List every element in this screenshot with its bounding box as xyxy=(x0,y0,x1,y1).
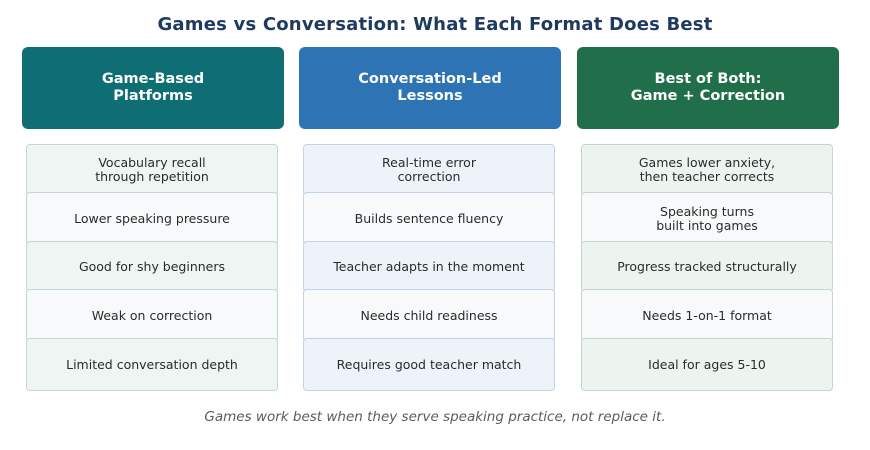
list-item: Lower speaking pressure xyxy=(26,192,278,245)
list-item: Limited conversation depth xyxy=(26,338,278,391)
list-item: Good for shy beginners xyxy=(26,241,278,292)
column-items: Real-time error correction Builds senten… xyxy=(303,144,557,391)
column-best-of-both: Best of Both: Game + Correction Games lo… xyxy=(577,47,839,391)
diagram-title: Games vs Conversation: What Each Format … xyxy=(157,14,713,35)
list-item: Needs child readiness xyxy=(303,289,555,342)
list-item: Teacher adapts in the moment xyxy=(303,241,555,292)
column-game-based: Game-Based Platforms Vocabulary recall t… xyxy=(22,47,284,391)
column-conversation-led: Conversation-Led Lessons Real-time error… xyxy=(299,47,561,391)
list-item: Ideal for ages 5-10 xyxy=(581,338,833,391)
column-items: Games lower anxiety, then teacher correc… xyxy=(581,144,835,391)
list-item: Builds sentence fluency xyxy=(303,192,555,245)
column-items: Vocabulary recall through repetition Low… xyxy=(26,144,280,391)
list-item: Vocabulary recall through repetition xyxy=(26,144,278,196)
list-item: Progress tracked structurally xyxy=(581,241,833,292)
list-item: Requires good teacher match xyxy=(303,338,555,391)
list-item: Real-time error correction xyxy=(303,144,555,196)
column-header: Game-Based Platforms xyxy=(22,47,284,129)
column-header: Conversation-Led Lessons xyxy=(299,47,561,129)
footer-caption: Games work best when they serve speaking… xyxy=(204,409,666,425)
list-item: Weak on correction xyxy=(26,289,278,342)
list-item: Speaking turns built into games xyxy=(581,192,833,245)
list-item: Needs 1-on-1 format xyxy=(581,289,833,342)
list-item: Games lower anxiety, then teacher correc… xyxy=(581,144,833,196)
column-header: Best of Both: Game + Correction xyxy=(577,47,839,129)
